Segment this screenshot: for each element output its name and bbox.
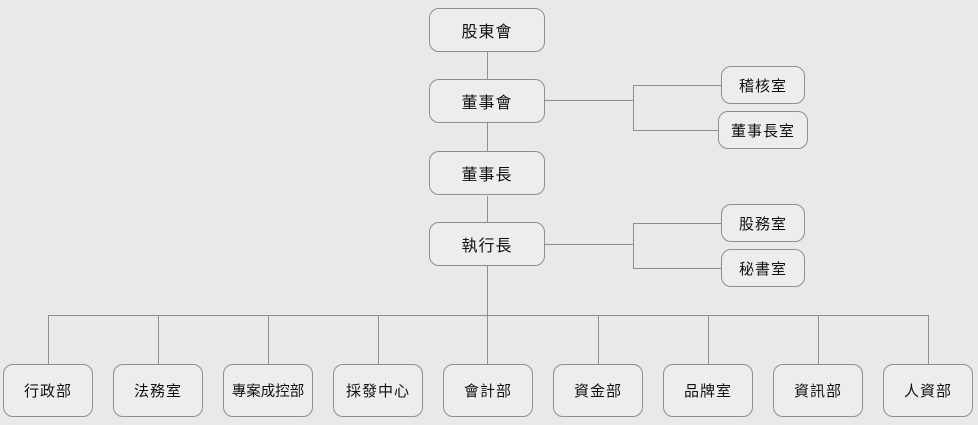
connector-line bbox=[48, 315, 929, 316]
org-node-label: 執行長 bbox=[461, 238, 513, 255]
connector-line bbox=[268, 315, 269, 364]
org-node-accounting-dept: 會計部 bbox=[443, 364, 533, 417]
connector-line bbox=[633, 85, 721, 86]
connector-line bbox=[633, 223, 634, 269]
org-node-label: 稽核室 bbox=[738, 77, 787, 95]
org-node-label: 法務室 bbox=[133, 383, 182, 400]
org-node-label: 資金部 bbox=[573, 383, 622, 400]
connector-line bbox=[633, 130, 718, 131]
org-node-project-control-dept: 專案成控部 bbox=[223, 364, 313, 417]
org-node-label: 資訊部 bbox=[793, 383, 842, 400]
org-node-it-dept: 資訊部 bbox=[773, 364, 863, 417]
connector-line bbox=[158, 315, 159, 364]
connector-line bbox=[633, 268, 721, 269]
org-node-ceo: 執行長 bbox=[429, 222, 545, 266]
connector-line bbox=[48, 315, 49, 364]
connector-line bbox=[928, 315, 929, 364]
org-node-treasury-dept: 資金部 bbox=[553, 364, 643, 417]
connector-line bbox=[545, 100, 633, 101]
org-node-chairman: 董事長 bbox=[429, 151, 545, 195]
org-node-label: 會計部 bbox=[463, 383, 512, 400]
org-node-admin-dept: 行政部 bbox=[3, 364, 93, 417]
org-node-shareholders: 股東會 bbox=[429, 8, 545, 52]
org-node-label: 人資部 bbox=[903, 383, 952, 400]
org-node-audit-office: 稽核室 bbox=[721, 66, 805, 104]
org-node-label: 採發中心 bbox=[345, 383, 410, 400]
org-node-board: 董事會 bbox=[429, 79, 545, 123]
connector-line bbox=[818, 315, 819, 364]
connector-line bbox=[487, 123, 488, 151]
org-node-label: 股務室 bbox=[738, 215, 787, 233]
org-node-hr-dept: 人資部 bbox=[883, 364, 973, 417]
connector-line bbox=[598, 315, 599, 364]
connector-line bbox=[545, 244, 633, 245]
org-node-label: 行政部 bbox=[23, 383, 72, 400]
connector-line bbox=[487, 52, 488, 79]
org-node-label: 董事長 bbox=[461, 167, 513, 184]
connector-line bbox=[708, 315, 709, 364]
connector-line bbox=[633, 223, 721, 224]
org-node-label: 秘書室 bbox=[738, 260, 787, 278]
org-node-label: 董事會 bbox=[461, 95, 513, 112]
connector-line bbox=[487, 196, 488, 222]
org-node-stock-office: 股務室 bbox=[721, 204, 805, 242]
org-node-label: 專案成控部 bbox=[231, 384, 305, 400]
connector-line bbox=[378, 315, 379, 364]
connector-line bbox=[633, 85, 634, 131]
org-node-label: 董事長室 bbox=[730, 122, 795, 140]
org-node-legal-office: 法務室 bbox=[113, 364, 203, 417]
org-node-label: 品牌室 bbox=[683, 383, 732, 400]
org-node-brand-office: 品牌室 bbox=[663, 364, 753, 417]
org-node-label: 股東會 bbox=[461, 24, 513, 41]
org-node-secretary-office: 秘書室 bbox=[721, 249, 805, 287]
org-node-chairman-office: 董事長室 bbox=[718, 111, 808, 149]
org-node-procurement-center: 採發中心 bbox=[333, 364, 423, 417]
